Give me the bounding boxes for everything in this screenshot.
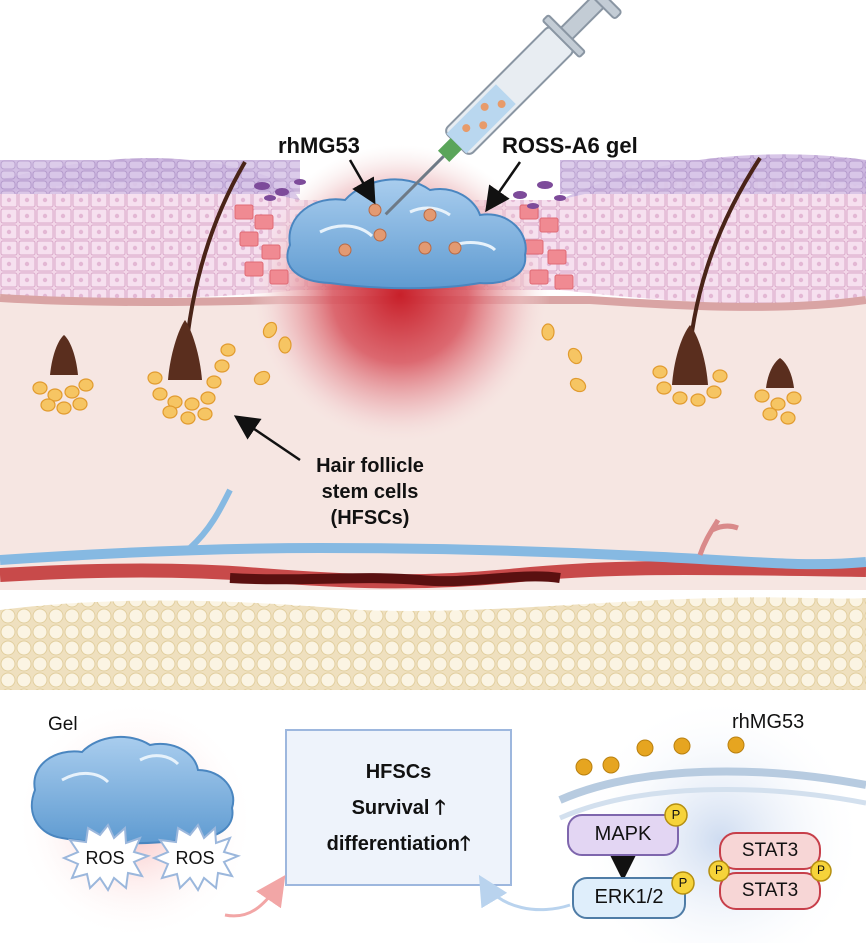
- hfsc-label-line2: stem cells: [321, 481, 419, 503]
- phospho-stat3-right-label: P: [816, 863, 825, 877]
- effect-box-text: HFSCs Survival 🡑 differentiation🡑: [286, 730, 511, 885]
- rhmg53-bottom-label: rhMG53: [732, 711, 805, 733]
- fat-layer: [0, 597, 866, 690]
- rhmg53-particles-bottom: [575, 736, 745, 776]
- inflamed-cells: [234, 204, 574, 290]
- gel-bottom-label: Gel: [48, 714, 78, 735]
- effect-box: [285, 729, 512, 886]
- cell-membrane-inner: [558, 787, 866, 821]
- effect-differentiation-row: differentiation🡑: [327, 826, 471, 862]
- stem-cells: [32, 321, 802, 425]
- ros-burst-right: [151, 823, 241, 892]
- rhmg53-particles: [338, 203, 462, 257]
- phospho-stat3-left: [708, 860, 730, 882]
- ros-right-label: ROS: [175, 848, 215, 868]
- hfsc-label-line1: Hair follicle: [316, 455, 424, 477]
- mapk-node: [567, 814, 679, 856]
- phospho-mapk: [664, 803, 688, 827]
- syringe-icon: [384, 0, 622, 216]
- hfsc-arrow: [233, 415, 301, 462]
- mapk-label: MAPK: [594, 823, 652, 845]
- survival-up-arrow-icon: 🡑: [434, 796, 446, 819]
- effect-hfscs: HFSCs: [365, 760, 432, 783]
- phospho-stat3-left-label: P: [714, 863, 723, 877]
- ros-left-label: ROS: [85, 848, 125, 868]
- pathway-to-box-arrow: [478, 874, 571, 912]
- stratum-corneum-right: [560, 160, 866, 194]
- stratum-corneum-left: [0, 160, 300, 194]
- debris-cells: [254, 179, 566, 209]
- erk-node: [572, 877, 686, 919]
- gel-to-box-arrow: [224, 875, 286, 918]
- stat3-bottom-node: [719, 872, 821, 910]
- gel-arrow: [485, 161, 522, 213]
- ros-burst-left: [61, 823, 151, 892]
- erk-label: ERK1/2: [594, 886, 664, 908]
- effect-survival: Survival: [351, 796, 430, 819]
- phospho-mapk-label: P: [671, 807, 681, 822]
- effect-differentiation: differentiation: [326, 832, 460, 855]
- hfsc-label-line3: (HFSCs): [330, 507, 410, 529]
- phospho-stat3-right: [810, 860, 832, 882]
- stat3-top-node: [719, 832, 821, 870]
- differentiation-up-arrow-icon: 🡑: [459, 832, 471, 855]
- hair-follicles: [50, 156, 794, 388]
- cell-membrane: [558, 767, 866, 804]
- rhmg53-label: rhMG53: [278, 133, 360, 158]
- rhmg53-arrow: [348, 159, 376, 205]
- phospho-erk: [671, 871, 695, 895]
- stat3-bottom-label: STAT3: [741, 880, 799, 901]
- effect-survival-row: Survival 🡑: [352, 790, 446, 826]
- phospho-erk-label: P: [678, 875, 688, 890]
- ross-a6-gel-label: ROSS-A6 gel: [502, 133, 638, 158]
- stat3-top-label: STAT3: [741, 840, 799, 861]
- blood-vessels: [0, 488, 866, 589]
